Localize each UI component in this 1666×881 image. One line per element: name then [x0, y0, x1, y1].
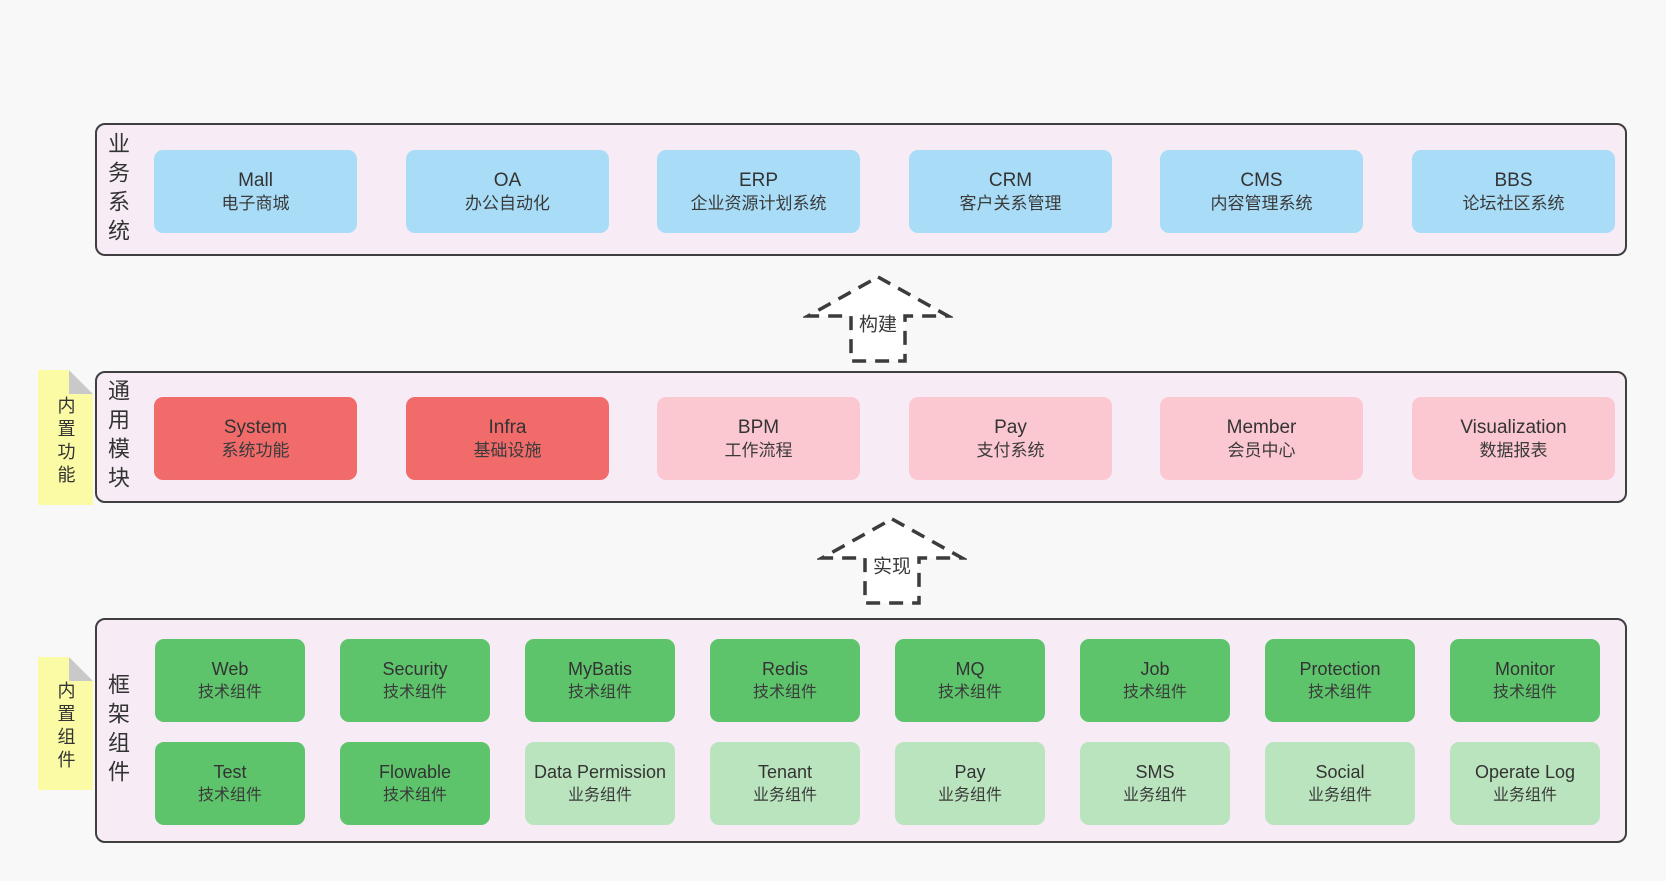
build-arrow: 构建: [803, 274, 953, 363]
box-job: Job 技术组件: [1080, 639, 1230, 722]
panel-label-framework-components: 框架组件: [105, 672, 130, 789]
panel-label-common-modules: 通用模块: [105, 379, 130, 495]
box-mq: MQ 技术组件: [895, 639, 1045, 722]
sticky-note-built-in-components: 内置组件: [38, 657, 93, 790]
box-visualization: Visualization 数据报表: [1412, 397, 1615, 480]
box-social: Social 业务组件: [1265, 742, 1415, 825]
panel-common-modules: 通用模块 System 系统功能 Infra 基础设施 BPM 工作流程 Pay…: [95, 371, 1627, 503]
box-web: Web 技术组件: [155, 639, 305, 722]
implement-arrow-label: 实现: [873, 556, 911, 578]
box-erp: ERP 企业资源计划系统: [657, 150, 860, 233]
box-test: Test 技术组件: [155, 742, 305, 825]
panel-label-business-systems: 业务系统: [105, 131, 130, 248]
box-mall: Mall 电子商城: [154, 150, 357, 233]
sticky-note-label: 内置功能: [55, 395, 76, 488]
box-security: Security 技术组件: [340, 639, 490, 722]
box-redis: Redis 技术组件: [710, 639, 860, 722]
box-protection: Protection 技术组件: [1265, 639, 1415, 722]
box-system: System 系统功能: [154, 397, 357, 480]
box-crm: CRM 客户关系管理: [909, 150, 1112, 233]
box-cms: CMS 内容管理系统: [1160, 150, 1363, 233]
box-operate-log: Operate Log 业务组件: [1450, 742, 1600, 825]
build-arrow-label: 构建: [859, 314, 897, 336]
box-oa: OA 办公自动化: [406, 150, 609, 233]
box-pay-component: Pay 业务组件: [895, 742, 1045, 825]
dashed-up-arrow-icon: [817, 516, 967, 605]
implement-arrow: 实现: [817, 516, 967, 605]
box-data-permission: Data Permission 业务组件: [525, 742, 675, 825]
dashed-up-arrow-icon: [803, 274, 953, 363]
box-sms: SMS 业务组件: [1080, 742, 1230, 825]
box-member: Member 会员中心: [1160, 397, 1363, 480]
folded-corner-icon: [69, 657, 93, 681]
box-tenant: Tenant 业务组件: [710, 742, 860, 825]
box-pay: Pay 支付系统: [909, 397, 1112, 480]
box-bbs: BBS 论坛社区系统: [1412, 150, 1615, 233]
panel-business-systems: 业务系统 Mall 电子商城 OA 办公自动化 ERP 企业资源计划系统 CRM…: [95, 123, 1627, 256]
box-infra: Infra 基础设施: [406, 397, 609, 480]
sticky-note-label: 内置组件: [55, 681, 76, 774]
box-bpm: BPM 工作流程: [657, 397, 860, 480]
sticky-note-built-in-features: 内置功能: [38, 370, 93, 505]
box-mybatis: MyBatis 技术组件: [525, 639, 675, 722]
panel-framework-components: 框架组件 Web 技术组件 Security 技术组件 MyBatis 技术组件…: [95, 618, 1627, 843]
box-flowable: Flowable 技术组件: [340, 742, 490, 825]
folded-corner-icon: [69, 370, 93, 394]
box-monitor: Monitor 技术组件: [1450, 639, 1600, 722]
